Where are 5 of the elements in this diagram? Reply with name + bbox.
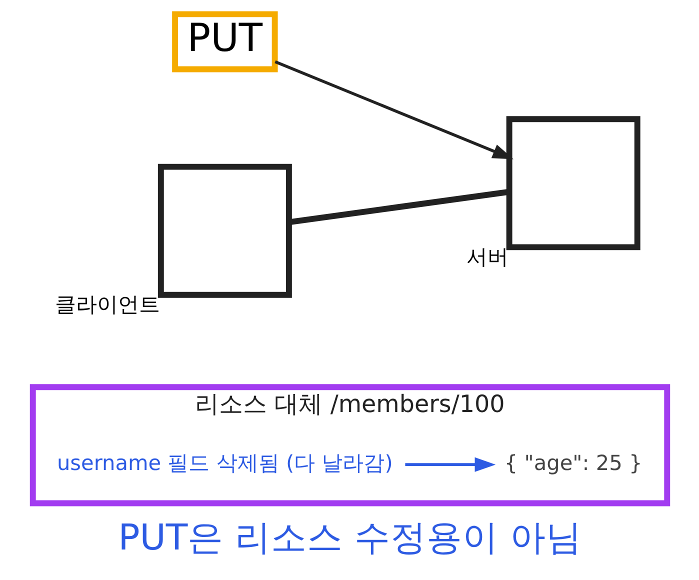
node-text: { "age": 25 } <box>504 451 642 476</box>
node-text: username 필드 삭제됨 (다 날라감) <box>56 451 392 476</box>
node-label: 서버 <box>466 244 508 269</box>
caption: PUT은 리소스 수정용이 아님 <box>118 518 582 559</box>
node-label: 클라이언트 <box>54 292 160 317</box>
